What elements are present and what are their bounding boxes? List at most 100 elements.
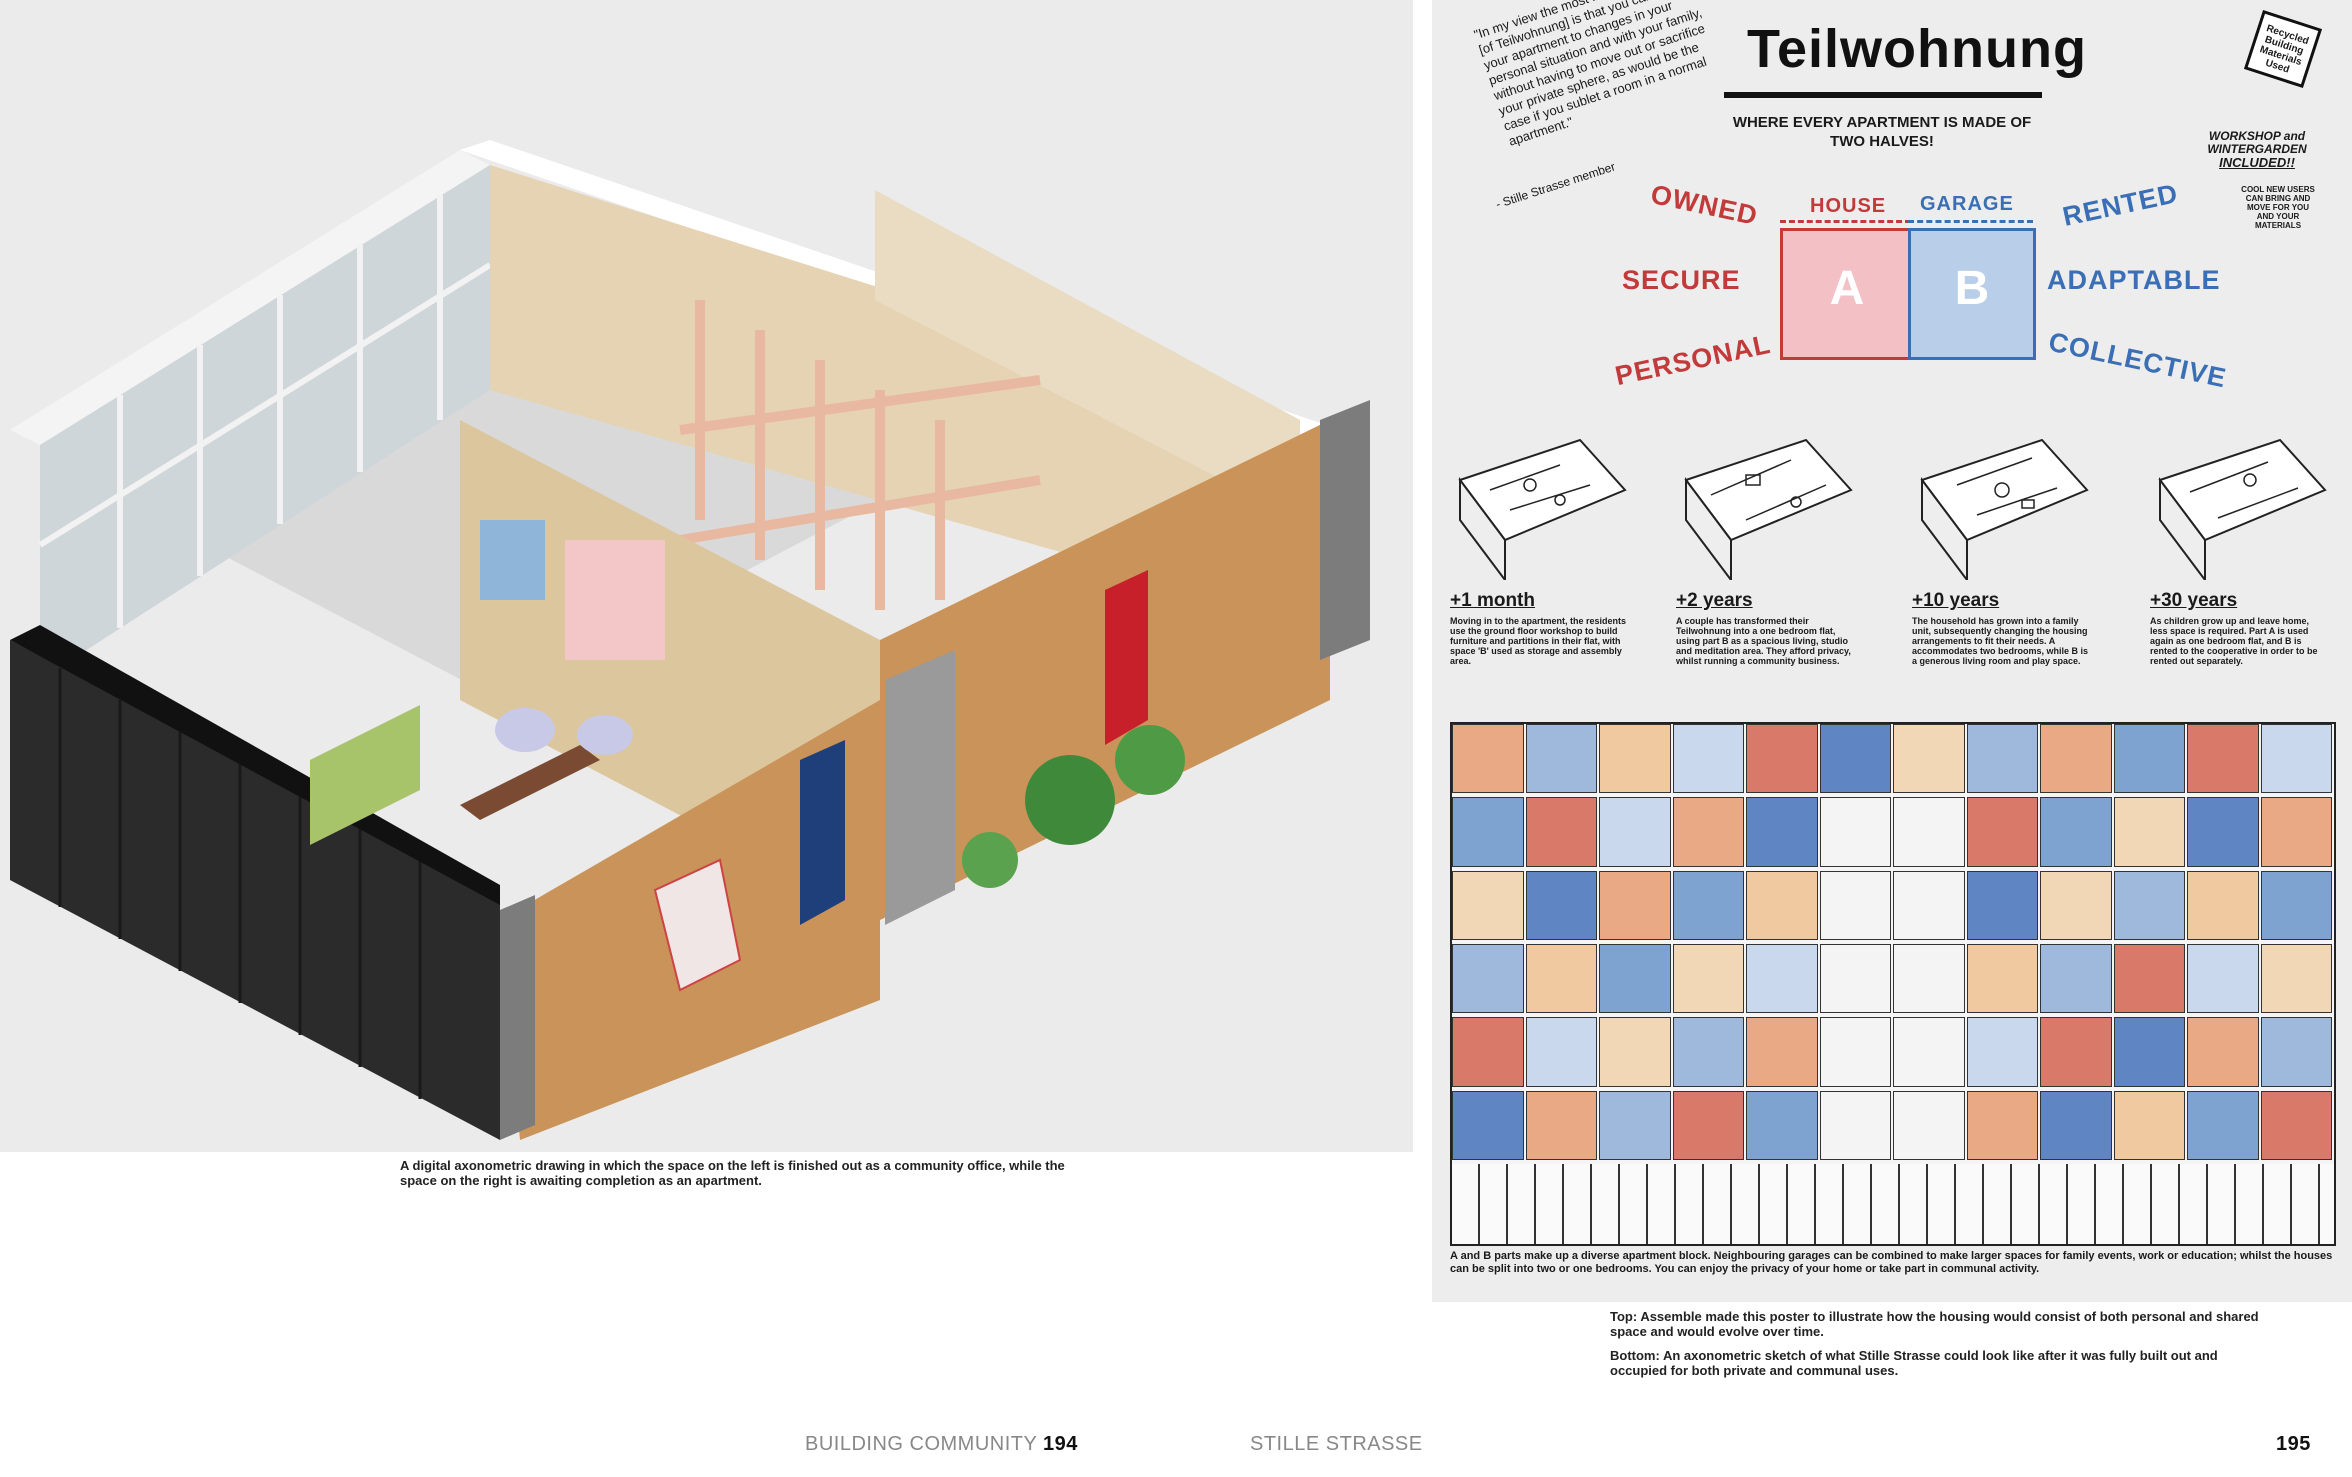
workshop-text: WORKSHOP and WINTERGARDEN	[2207, 129, 2307, 156]
stage-label: +1 month	[1450, 590, 1535, 611]
mosaic-cell	[1525, 944, 1597, 1014]
mosaic-cell	[2113, 797, 2185, 867]
mosaic-cell	[1746, 724, 1818, 794]
mosaic-cell	[1525, 1090, 1597, 1160]
mosaic-cell	[2113, 1090, 2185, 1160]
part-a-box: A	[1780, 228, 1914, 360]
mosaic-cell	[1672, 1017, 1744, 1087]
mosaic-cell	[1819, 797, 1891, 867]
mosaic-cell	[1893, 870, 1965, 940]
mosaic-cell	[2187, 944, 2259, 1014]
word-owned: OWNED	[1648, 179, 1761, 231]
mosaic-cell	[1452, 797, 1524, 867]
mosaic-cell	[1599, 870, 1671, 940]
mosaic-cell	[1599, 797, 1671, 867]
poster-subtitle: WHERE EVERY APARTMENT IS MADE OF TWO HAL…	[1732, 114, 2032, 150]
mosaic-cell	[1525, 1017, 1597, 1087]
member-quote: "In my view the most important aspect [o…	[1472, 0, 1709, 149]
stage-sketch	[1676, 430, 1853, 583]
mosaic-cell	[1819, 1017, 1891, 1087]
mosaic-cell	[1966, 797, 2038, 867]
left-figure-caption: A digital axonometric drawing in which t…	[400, 1158, 1065, 1188]
mosaic-cell	[1966, 1090, 2038, 1160]
mosaic-cell	[2260, 1090, 2332, 1160]
word-collective: COLLECTIVE	[2045, 326, 2230, 394]
recycled-materials-stamp: Recycled Building Materials Used	[2243, 9, 2323, 89]
stage-10-years: +10 years The household has grown into a…	[1912, 430, 2092, 666]
stage-text: The household has grown into a family un…	[1912, 616, 2089, 666]
mosaic-cell	[2113, 944, 2185, 1014]
workshop-small-note: COOL NEW USERS CAN BRING AND MOVE FOR YO…	[2241, 185, 2315, 230]
house-label: HOUSE	[1810, 195, 1887, 217]
word-adaptable: ADAPTABLE	[2047, 265, 2221, 295]
word-secure: SECURE	[1622, 265, 1741, 295]
mosaic-cell	[1599, 1017, 1671, 1087]
mosaic-cell	[1452, 944, 1524, 1014]
mosaic-cell	[2260, 944, 2332, 1014]
mosaic-cell	[1893, 944, 1965, 1014]
caption-bottom: Bottom: An axonometric sketch of what St…	[1610, 1348, 2218, 1378]
mosaic-cell	[1819, 1090, 1891, 1160]
part-b-letter: B	[1954, 262, 1990, 315]
mosaic-cell	[2260, 1017, 2332, 1087]
mosaic-cell	[2187, 797, 2259, 867]
mosaic-cell	[1452, 870, 1524, 940]
mosaic-cell	[1819, 724, 1891, 794]
axonometric-drawing	[0, 0, 1413, 1152]
stage-text: Moving in to the apartment, the resident…	[1450, 616, 1627, 666]
footer-left: BUILDING COMMUNITY 194	[805, 1433, 1078, 1456]
mosaic-ground-floor	[1452, 1164, 2334, 1244]
mosaic-cell	[1452, 724, 1524, 794]
mosaic-cell	[1599, 724, 1671, 794]
mosaic-cell	[1746, 797, 1818, 867]
stage-label: +2 years	[1676, 590, 1753, 611]
garage-label: GARAGE	[1920, 193, 2014, 215]
mosaic-cell	[1893, 724, 1965, 794]
mosaic-cell	[2040, 870, 2112, 940]
mosaic-cell	[1452, 1017, 1524, 1087]
poster-title: Teilwohnung	[1747, 19, 2087, 79]
mosaic-cell	[1452, 1090, 1524, 1160]
stage-sketch	[2150, 430, 2327, 583]
mosaic-cell	[1672, 797, 1744, 867]
mosaic-cell	[1746, 944, 1818, 1014]
mosaic-cell	[2040, 1090, 2112, 1160]
stage-30-years: +30 years As children grow up and leave …	[2150, 430, 2330, 666]
mosaic-cell	[1672, 1090, 1744, 1160]
mosaic-cell	[1893, 797, 1965, 867]
mosaic-cell	[2113, 870, 2185, 940]
mosaic-cell	[1819, 944, 1891, 1014]
mosaic-cell	[1599, 1090, 1671, 1160]
mosaic-cell	[2187, 1090, 2259, 1160]
mosaic-cell	[1819, 870, 1891, 940]
part-a-letter: A	[1829, 262, 1865, 315]
word-personal: PERSONAL	[1612, 328, 1774, 392]
mosaic-cell	[1966, 1017, 2038, 1087]
mosaic-cell	[1599, 944, 1671, 1014]
house-dashes	[1780, 220, 1911, 223]
mosaic-cell	[2040, 944, 2112, 1014]
stage-text: A couple has transformed their Teilwohnu…	[1676, 616, 1851, 666]
teilwohnung-poster: "In my view the most important aspect [o…	[1432, 0, 2352, 1302]
mosaic-cell	[1672, 870, 1744, 940]
mosaic-cell	[2187, 724, 2259, 794]
mosaic-cell	[1746, 1090, 1818, 1160]
mosaic-cell	[2040, 1017, 2112, 1087]
mosaic-cell	[2040, 797, 2112, 867]
mosaic-cell	[2187, 870, 2259, 940]
poster-bottom-caption: A and B parts make up a diverse apartmen…	[1450, 1250, 2333, 1275]
workshop-included: INCLUDED!!	[2219, 155, 2295, 170]
page-number-right: 195	[2276, 1433, 2311, 1455]
garage-dashes	[1908, 220, 2033, 223]
stage-label: +30 years	[2150, 590, 2238, 611]
mosaic-cell	[2113, 1017, 2185, 1087]
mosaic-cell	[2187, 1017, 2259, 1087]
mosaic-cell	[2260, 724, 2332, 794]
mosaic-cell	[2113, 724, 2185, 794]
stage-2-years: +2 years A couple has transformed their …	[1676, 430, 1856, 666]
mosaic-cell	[1966, 944, 2038, 1014]
mosaic-cell	[1746, 870, 1818, 940]
workshop-note: WORKSHOP and WINTERGARDEN INCLUDED!!	[2192, 130, 2322, 170]
stage-text: As children grow up and leave home, less…	[2150, 616, 2318, 666]
mosaic-cell	[1525, 797, 1597, 867]
